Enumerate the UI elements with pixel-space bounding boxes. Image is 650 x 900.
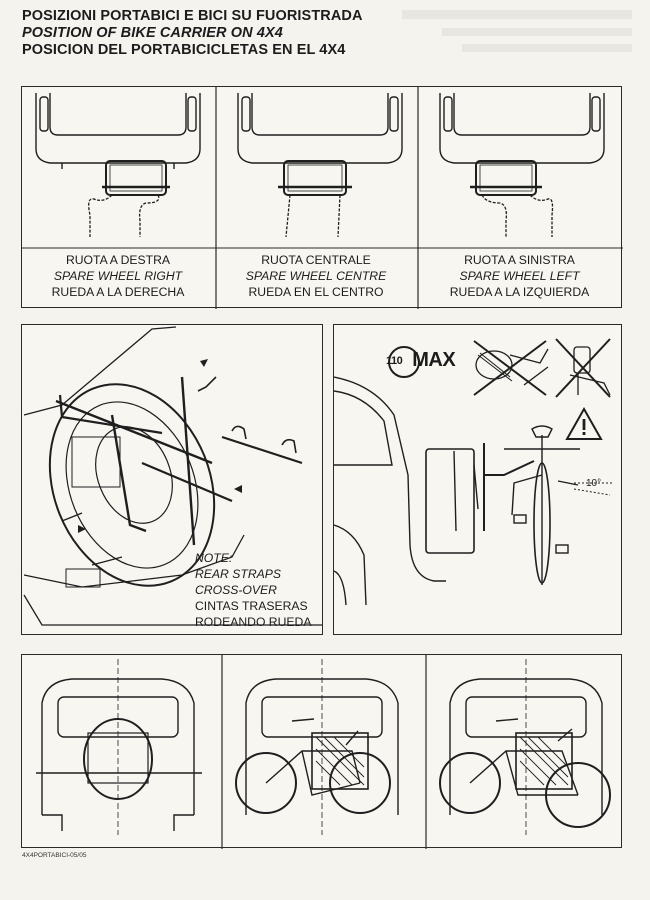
document-code: 4X4PORTABICI-05/05 [22, 852, 87, 859]
title-italian: POSIZIONI PORTABICI E BICI SU FUORISTRAD… [22, 8, 363, 24]
tilt-angle-label: 10° [586, 478, 602, 489]
note-line-2: CROSS-OVER [195, 583, 277, 597]
caption-centre-en: SPARE WHEEL CENTRE [245, 269, 387, 283]
reverse-side-bleed [402, 6, 642, 70]
warning-triangle-icon [565, 406, 603, 440]
caption-centre-es: RUEDA EN EL CENTRO [248, 285, 384, 299]
strap-detail-drawing [23, 326, 322, 626]
caption-wheel-left: RUOTA A SINISTRA SPARE WHEEL LEFT RUEDA … [417, 252, 622, 300]
caption-right-en: SPARE WHEEL RIGHT [53, 269, 183, 283]
title-spanish: POSICION DEL PORTABICICLETAS EN EL 4X4 [22, 42, 346, 58]
caption-right-it: RUOTA A DESTRA [65, 253, 171, 267]
note-title: NOTE: [195, 551, 233, 565]
strap-detail-panel [21, 324, 323, 635]
caption-left-es: RUEDA A LA IZQUIERDA [449, 285, 590, 299]
caption-wheel-right: RUOTA A DESTRA SPARE WHEEL RIGHT RUEDA A… [21, 252, 215, 300]
mounted-bikes-panel [21, 654, 622, 849]
caption-right-es: RUEDA A LA DERECHA [51, 285, 185, 299]
note-line-4: RODEANDO RUEDA [195, 615, 312, 629]
caption-left-it: RUOTA A SINISTRA [464, 253, 575, 267]
car-rear-centre [237, 93, 403, 238]
max-load-badge-icon [388, 346, 420, 378]
max-load-label: 110 MAX [386, 349, 456, 372]
car-side-with-bike [334, 376, 614, 606]
caption-left-en: SPARE WHEEL LEFT [459, 269, 580, 283]
strap-note: NOTE: REAR STRAPS CROSS-OVER CINTAS TRAS… [195, 550, 311, 630]
car-rear-left [439, 93, 605, 237]
caption-centre-it: RUOTA CENTRALE [261, 253, 371, 267]
positions-panel [21, 86, 623, 309]
max-load-suffix: MAX [412, 349, 456, 371]
caption-wheel-centre: RUOTA CENTRALE SPARE WHEEL CENTRE RUEDA … [215, 252, 417, 300]
bleed-through-shapes [402, 10, 632, 52]
note-line-3: CINTAS TRASERAS [195, 599, 308, 613]
load-warning-panel [333, 324, 622, 635]
car-rear-1 [41, 678, 195, 815]
no-child-seat-icon [555, 338, 611, 398]
document-header: POSIZIONI PORTABICI E BICI SU FUORISTRAD… [22, 8, 622, 59]
title-english: POSITION OF BIKE CARRIER ON 4X4 [22, 25, 283, 41]
max-load-number: 110 [386, 355, 403, 367]
positions-drawing [22, 87, 623, 309]
car-rear-right [35, 93, 201, 237]
mounted-bikes-drawing [36, 655, 611, 849]
note-line-1: REAR STRAPS [195, 567, 282, 581]
no-basket-icon [473, 340, 549, 396]
load-warning-drawing [334, 338, 614, 606]
